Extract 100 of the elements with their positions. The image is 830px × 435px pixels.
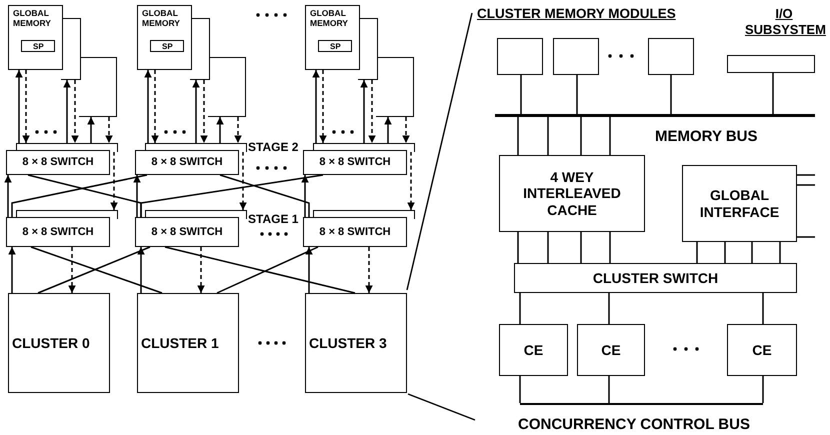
switch-box [303,217,407,247]
connector-line [517,116,519,155]
connector-line [797,236,815,238]
stage-label: STAGE 1 [248,212,298,226]
connector-line [609,232,611,263]
node-label: CE [601,342,621,358]
node-label: SP [330,42,341,51]
node-label: 8 × 8 SWITCH [151,226,223,238]
arrow [133,175,141,217]
heading: I/O SUBSYSTEM [745,6,823,38]
connector-line [580,232,582,263]
cache-box [499,155,645,232]
arrow [312,70,320,143]
arrow [110,152,118,210]
node-label: 4 WEY INTERLEAVED CACHE [522,169,622,218]
connector-line [576,75,578,114]
memory-box [8,5,63,70]
node-label: 8 × 8 SWITCH [22,156,94,169]
switch-box [135,150,239,175]
node-label: CE [524,342,544,358]
connector-line [670,75,672,114]
node-label: GLOBAL MEMORY [13,9,52,29]
arrow [239,152,247,210]
node-label: CE [752,342,772,358]
arrow [368,80,376,143]
memory-box [376,57,414,117]
arrow [151,70,159,143]
memory-module-box [497,38,543,75]
arrow [4,175,12,217]
connector-line [519,293,521,324]
connector-line [220,174,310,217]
connector-line [609,116,611,155]
connector-line [779,242,781,263]
arrow [402,117,410,143]
connector-line [11,174,148,217]
connector-line [164,246,356,294]
node-label: CLUSTER SWITCH [592,270,718,286]
node-label: 8 × 8 SWITCH [22,226,94,238]
node-label: 8 × 8 SWITCH [151,156,223,169]
ce-box [727,324,797,376]
memory-box [137,5,192,70]
arrow [319,70,327,143]
node-label: GLOBAL MEMORY [142,9,181,29]
arrow [384,117,392,143]
node-label: SP [162,42,173,51]
bus-label: MEMORY BUS [655,128,758,146]
connector-line [797,174,815,176]
memory-box [190,18,210,80]
arrow [105,117,113,143]
arrow [15,70,23,143]
arrow [197,247,205,293]
arrow [137,247,145,293]
interface-box [682,165,797,242]
connector-line [772,73,774,114]
arrow [87,117,95,143]
arrow [71,80,79,143]
bus-label: CONCURRENCY CONTROL BUS [518,416,750,434]
memory-bus [495,114,815,116]
connector-line [140,174,324,217]
connector-line [608,376,610,403]
heading: CLUSTER MEMORY MODULES [477,6,676,22]
cluster-box [305,293,407,393]
memory-box [305,5,360,70]
node-label: SP [33,42,44,51]
node-label: 8 × 8 SWITCH [319,226,391,238]
node-label: 8 × 8 SWITCH [319,156,391,169]
connector-line [216,246,318,294]
connector-line [580,116,582,155]
switch-box [6,150,110,175]
connector-line [608,293,610,324]
connector-line [519,376,521,403]
arrow [8,247,16,293]
memory-module-box [648,38,694,75]
memory-module-box [553,38,599,75]
arrow [301,175,309,217]
memory-box [61,18,82,80]
arrow [68,247,76,293]
arrow [144,70,152,143]
connector-line [762,376,764,403]
connector-line [751,242,753,263]
arrow [234,117,242,143]
node-label: CLUSTER 3 [309,334,387,352]
ce-box [577,324,645,376]
ce-box [499,324,568,376]
io-subsystem-box [727,55,815,73]
node-label: GLOBAL INTERFACE [698,187,780,220]
connector-line [517,232,519,263]
sp-box [150,40,184,52]
switch-box [303,150,407,175]
cluster-box [137,293,239,393]
connector-line [724,242,726,263]
switch-box [6,217,110,247]
sp-box [21,40,56,52]
connector-line [797,184,815,186]
memory-box [358,18,378,80]
memory-box [79,57,118,117]
node-label: CLUSTER 0 [12,334,90,352]
arrow [192,80,200,143]
connector-line [547,116,549,155]
cluster-switch-box [514,263,797,293]
